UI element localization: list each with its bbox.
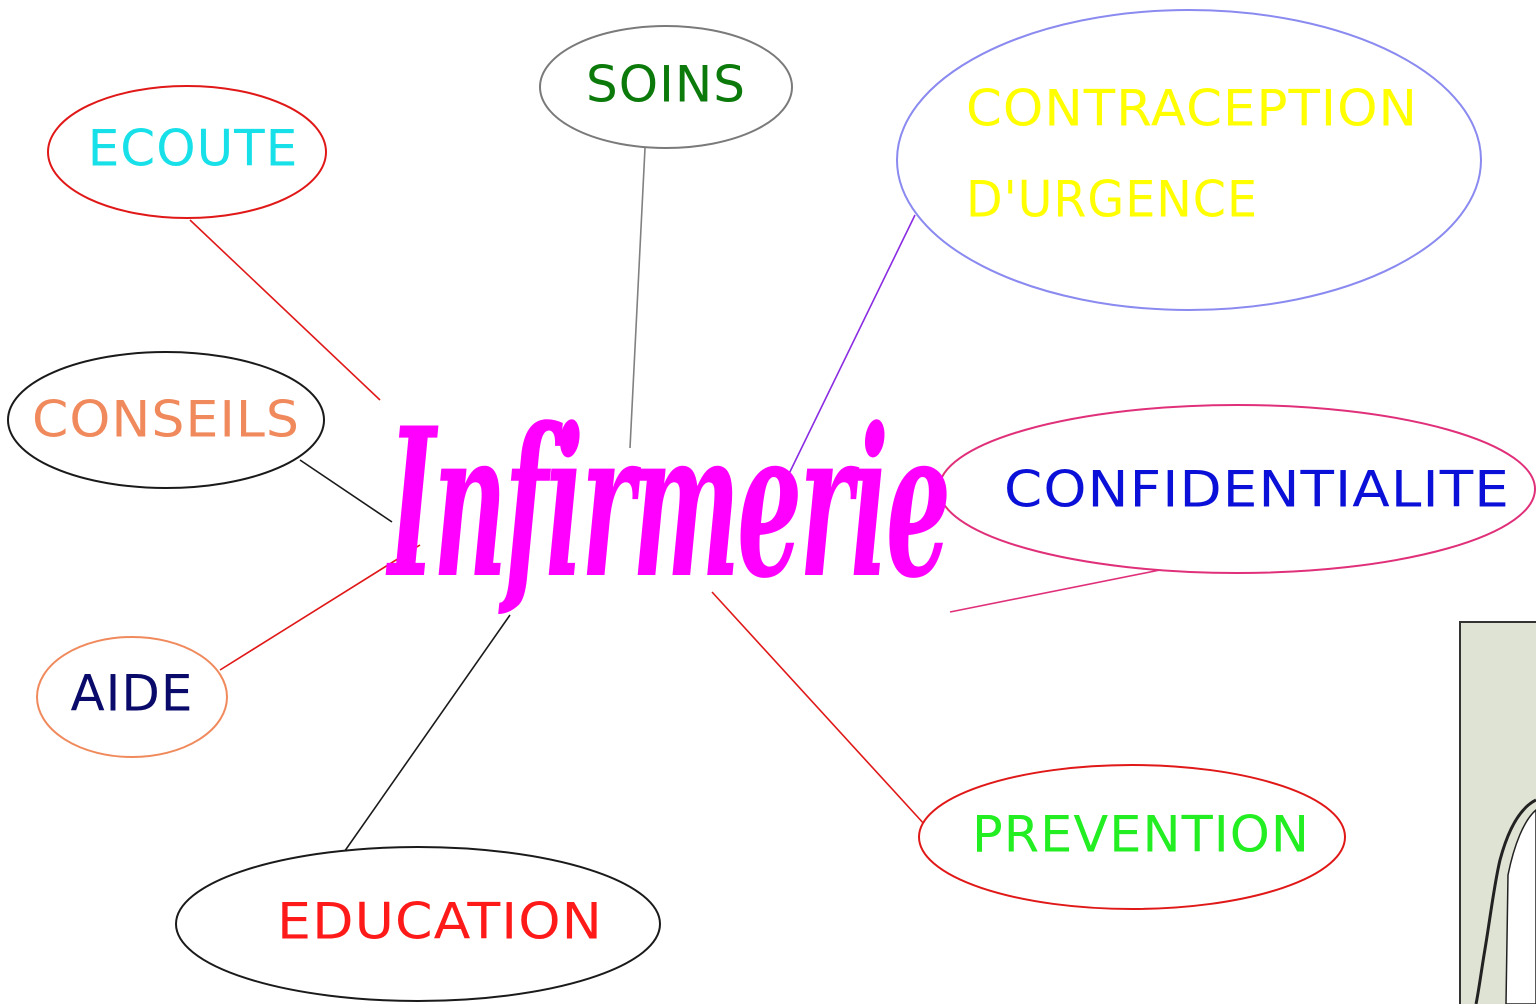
node-prevention-ellipse [918, 764, 1346, 910]
node-education: EDUCATION [175, 846, 661, 1002]
node-contraception-line2: D'URGENCE [966, 171, 1258, 229]
node-aide-ellipse [36, 636, 228, 758]
link-aide [219, 544, 421, 671]
node-ecoute: ECOUTE [47, 85, 327, 219]
nurse-illustration [1459, 621, 1536, 1004]
node-soins-label: SOINS [586, 56, 746, 114]
node-ecoute-label: ECOUTE [88, 120, 299, 178]
link-confidentialite [949, 569, 1161, 613]
link-ecoute [189, 219, 381, 401]
center-node: Infirmerie [386, 384, 954, 624]
nurse-figure-outline [1474, 798, 1536, 1004]
node-confidentialite-ellipse [938, 404, 1536, 574]
node-ecoute-ellipse [47, 85, 327, 219]
node-education-label: EDUCATION [277, 893, 603, 951]
node-conseils: CONSEILS [7, 351, 325, 489]
node-contraception-line1: CONTRACEPTION [966, 80, 1418, 138]
node-soins-ellipse [539, 25, 793, 149]
node-soins: SOINS [539, 25, 793, 149]
connector-lines [189, 147, 1161, 856]
node-contraception: CONTRACEPTION D'URGENCE [896, 9, 1482, 311]
nurse-figure-shade [1505, 809, 1536, 1004]
node-prevention: PREVENTION [918, 764, 1346, 910]
node-aide: AIDE [36, 636, 228, 758]
node-aide-label: AIDE [70, 665, 193, 723]
node-contraception-ellipse [896, 9, 1482, 311]
node-prevention-label: PREVENTION [972, 806, 1310, 864]
link-education [341, 614, 511, 856]
link-conseils [299, 459, 393, 523]
node-education-ellipse [175, 846, 661, 1002]
illustration-frame [1459, 621, 1536, 1004]
center-title: Infirmerie [386, 384, 948, 624]
link-prevention [711, 591, 926, 826]
node-conseils-ellipse [7, 351, 325, 489]
link-contraception [784, 214, 916, 483]
node-conseils-label: CONSEILS [32, 391, 300, 449]
node-confidentialite-label: CONFIDENTIALITE [1004, 461, 1510, 519]
node-confidentialite: CONFIDENTIALITE [938, 404, 1536, 574]
link-soins [629, 147, 646, 449]
